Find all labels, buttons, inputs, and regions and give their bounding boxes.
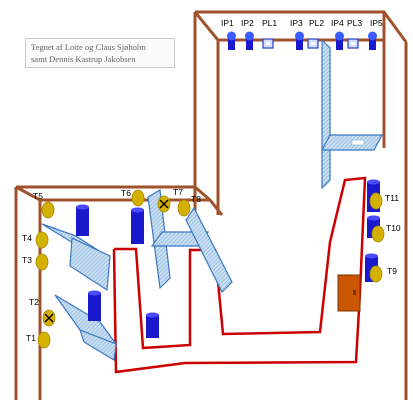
label-pl2: PL2 [309,18,324,28]
lamp-pl3 [347,38,359,49]
label-t1: T1 [26,333,36,343]
label-t9: T9 [387,266,397,276]
tank-center [131,207,144,244]
top-labels: IP1 IP2 PL1 IP3 PL2 IP4 PL3 IP5 [221,18,383,28]
lamp-pl1 [262,38,274,49]
lower-truss [14,185,224,400]
lamp-ip5 [368,31,377,50]
panel-upper-vertical [321,38,331,190]
label-t7: T7 [173,187,183,197]
bulb-t6 [131,189,145,207]
label-pl3: PL3 [347,18,362,28]
bulb-t1 [37,331,51,349]
label-ip3: IP3 [290,18,303,28]
tank-bottom [146,312,159,338]
label-pl1: PL1 [262,18,277,28]
bulb-t5 [41,201,55,219]
label-t10: T10 [386,223,401,233]
panel-left-mid [69,237,111,292]
label-ip4: IP4 [331,18,344,28]
lamp-ip3 [295,31,304,50]
x-mark-t2 [44,313,54,323]
tank-left-upper [76,204,89,236]
bulb-t4 [35,231,49,249]
panel-left-low-2 [79,328,117,361]
door [337,274,361,312]
credit-line-1: Tegnet af Lotte og Claus Sjøholm [31,42,146,52]
lamp-ip4 [335,31,344,50]
lamp-ip1 [227,31,236,50]
label-t2: T2 [29,297,39,307]
bulb-t3 [35,253,49,271]
lift-line [112,176,367,374]
bulb-t8 [177,199,191,217]
side-labels: T1 T2 T3 T4 T5 T6 T7 T8 T9 T10 T11 [22,187,401,343]
door-handle [353,290,356,295]
tank-left-lower [88,290,101,321]
label-t11: T11 [385,193,399,203]
label-t3: T3 [22,255,32,265]
bulb-t9 [369,265,383,283]
panel-center-3 [185,206,233,294]
label-ip5: IP5 [370,18,383,28]
bulb-t10 [371,225,385,243]
label-t6: T6 [121,188,131,198]
lamp-pl2 [307,38,319,49]
x-mark-t7 [159,199,169,209]
x-marks [44,199,169,323]
credit-box: Tegnet af Lotte og Claus Sjøholm samt De… [25,38,175,68]
label-t5: T5 [33,191,43,201]
bulb-t11 [369,192,383,210]
tanks [76,179,380,338]
lamp-ip2 [245,31,254,50]
label-ip1: IP1 [221,18,234,28]
label-t4: T4 [22,233,32,243]
panels [41,38,383,361]
fixture-plate [351,139,365,146]
label-t8: T8 [191,194,201,204]
credit-line-2: samt Dennis Kastrup Jakobsen [31,54,136,64]
label-ip2: IP2 [241,18,254,28]
top-lamps [227,31,377,50]
